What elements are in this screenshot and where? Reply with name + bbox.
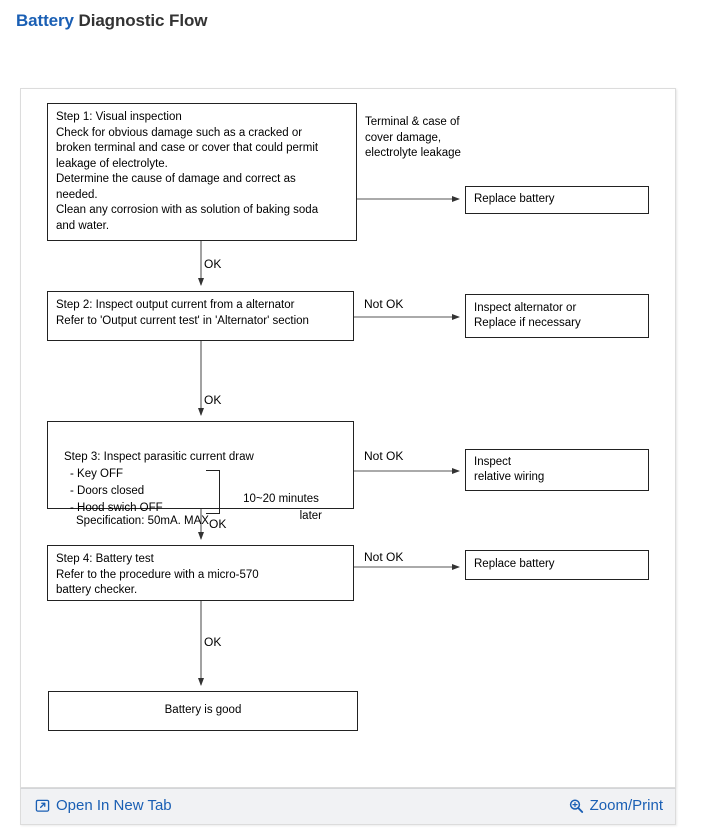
page-title: Battery Diagnostic Flow bbox=[16, 11, 207, 31]
step3-group-bracket bbox=[206, 469, 220, 514]
flow-box-step2[interactable]: Step 2: Inspect output current from a al… bbox=[47, 291, 354, 341]
diagram-panel[interactable]: Step 1: Visual inspection Check for obvi… bbox=[20, 88, 676, 788]
flow-box-replace-battery-1[interactable]: Replace battery bbox=[465, 186, 649, 214]
step3-timer-note: 10~20 minutes later bbox=[226, 474, 336, 542]
flow-box-inspect-wiring[interactable]: Inspect relative wiring bbox=[465, 449, 649, 491]
page-title-accent: Battery bbox=[16, 11, 74, 30]
flow-box-inspect-alternator[interactable]: Inspect alternator or Replace if necessa… bbox=[465, 294, 649, 338]
edge-label-ok-4: OK bbox=[204, 635, 222, 649]
edge-label-not-ok-2: Not OK bbox=[364, 297, 404, 311]
page-title-rest: Diagnostic Flow bbox=[73, 11, 208, 30]
open-in-new-tab-label: Open In New Tab bbox=[56, 797, 172, 814]
flow-box-battery-is-good[interactable]: Battery is good bbox=[48, 691, 358, 731]
open-in-new-tab-button[interactable]: Open In New Tab bbox=[35, 797, 172, 814]
edge-label-not-ok-4: Not OK bbox=[364, 550, 404, 564]
step3-specification: Specification: 50mA. MAX bbox=[76, 514, 209, 527]
edge-label-ok-1: OK bbox=[204, 257, 222, 271]
external-link-icon bbox=[35, 798, 50, 813]
step3-bullet-list: - Key OFF - Doors closed - Hood swich OF… bbox=[70, 467, 163, 514]
magnifier-plus-icon bbox=[568, 798, 584, 814]
step3-timer-line1: 10~20 minutes bbox=[243, 492, 319, 505]
edge-label-ok-2: OK bbox=[204, 393, 222, 407]
flowchart-canvas: Step 1: Visual inspection Check for obvi… bbox=[21, 89, 677, 789]
step3-heading: Step 3: Inspect parasitic current draw bbox=[64, 450, 254, 463]
edge-label-not-ok-3: Not OK bbox=[364, 449, 404, 463]
footer-bar: Open In New Tab Zoom/Print bbox=[20, 788, 676, 825]
flow-box-step3[interactable]: Step 3: Inspect parasitic current draw -… bbox=[47, 421, 354, 527]
annotation-terminal-damage: Terminal & case of cover damage, electro… bbox=[365, 116, 461, 159]
zoom-print-label: Zoom/Print bbox=[589, 797, 663, 814]
edge-label-ok-3: OK bbox=[209, 517, 227, 531]
flow-box-step4[interactable]: Step 4: Battery test Refer to the proced… bbox=[47, 545, 354, 601]
flow-box-step1[interactable]: Step 1: Visual inspection Check for obvi… bbox=[47, 103, 357, 241]
zoom-print-button[interactable]: Zoom/Print bbox=[568, 797, 663, 814]
step3-timer-line2: later bbox=[299, 509, 322, 522]
flow-box-replace-battery-2[interactable]: Replace battery bbox=[465, 550, 649, 580]
